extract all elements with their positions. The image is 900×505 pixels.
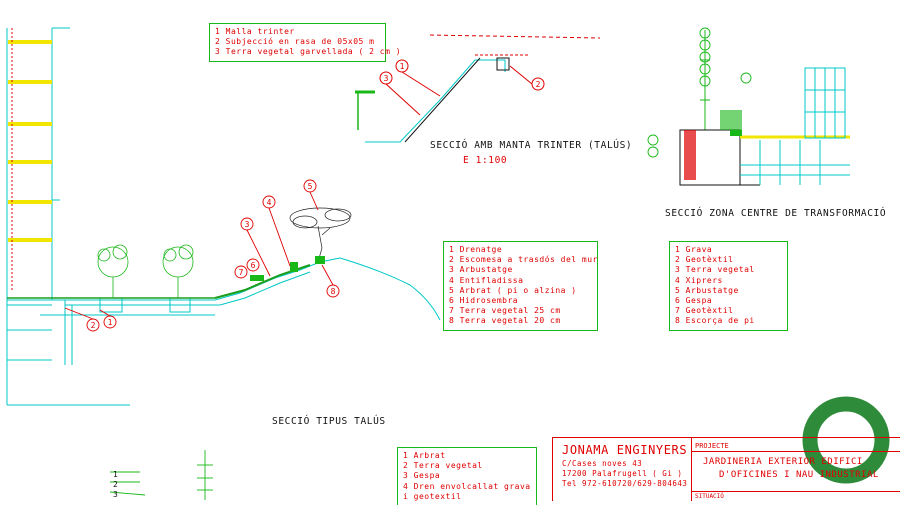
talus-callout-numbers: 2 1 76 3 4 5 8 bbox=[91, 182, 336, 330]
caption-talus: SECCIÓ TIPUS TALÚS bbox=[272, 416, 386, 427]
project-header: PROJECTE bbox=[695, 442, 729, 450]
svg-text:1: 1 bbox=[108, 318, 113, 327]
caption-manta: SECCIÓ AMB MANTA TRINTER (TALÚS) bbox=[430, 140, 633, 151]
legend-item: 8 Terra vegetal 20 cm bbox=[449, 316, 561, 326]
svg-text:5: 5 bbox=[308, 182, 313, 191]
legend-transformacio: 1 Grava 2 Geotèxtil 3 Terra vegetal 4 Xi… bbox=[669, 241, 788, 331]
legend-item: 5 Arbrat ( pi o alzina ) bbox=[449, 285, 577, 295]
caption-transformacio: SECCIÓ ZONA CENTRE DE TRANSFORMACIÓ bbox=[665, 208, 887, 219]
bottom-numbers: 123 bbox=[113, 470, 118, 499]
svg-text:3: 3 bbox=[245, 220, 250, 229]
caption-scale: E 1:100 bbox=[463, 155, 508, 166]
legend-manta: 1 Malla trinter 2 Subjecció en rasa de 0… bbox=[209, 23, 402, 62]
svg-text:1: 1 bbox=[113, 470, 118, 479]
legend-item: 2 Terra vegetal bbox=[403, 461, 483, 471]
legend-item: 1 Malla trinter bbox=[215, 27, 295, 36]
talus-section bbox=[7, 257, 441, 365]
title-block: JONAMA ENGINYERS C/Cases noves 43 17200 … bbox=[552, 437, 900, 501]
address-line: Tel 972-610720/629-804643 bbox=[562, 479, 688, 488]
svg-text:8: 8 bbox=[331, 287, 336, 296]
svg-text:4: 4 bbox=[267, 198, 272, 207]
legend-item: 4 Dren envolcallat grava i geotextil bbox=[403, 481, 531, 501]
via-verda-logo bbox=[802, 396, 890, 484]
talus-callouts bbox=[64, 179, 340, 332]
pine-tree bbox=[289, 207, 352, 263]
shrubs bbox=[250, 256, 325, 281]
project-title: JARDINERIA EXTERIOR EDIFICI D'OFICINES I… bbox=[703, 456, 879, 482]
situation-header: SITUACIÓ bbox=[695, 493, 724, 500]
divider bbox=[691, 491, 900, 492]
legend-item: 2 Subjecció en rasa de 05x05 m bbox=[215, 37, 375, 47]
title-block-company: JONAMA ENGINYERS C/Cases noves 43 17200 … bbox=[553, 438, 692, 501]
legend-item: 3 Terra vegetal garvellada ( 2 cm ) bbox=[215, 47, 402, 57]
transformacio-section bbox=[679, 30, 850, 186]
address-line: 17200 Palafrugell ( Gi ) bbox=[562, 469, 683, 478]
legend-talus: 1 Drenatge 2 Escomesa a trasdós del mur … bbox=[443, 241, 598, 331]
svg-text:2: 2 bbox=[91, 321, 96, 330]
legend-item: 7 Terra vegetal 25 cm bbox=[449, 306, 561, 316]
project-line: D'OFICINES I NAU INDUSTRIAL bbox=[719, 470, 879, 480]
svg-text:7: 7 bbox=[239, 268, 244, 277]
tree-2 bbox=[162, 244, 194, 298]
legend-item: 6 Hidrosembra bbox=[449, 296, 519, 306]
manta-section bbox=[355, 34, 601, 143]
legend-item: 1 Arbrat bbox=[403, 451, 446, 460]
address-line: C/Cases noves 43 bbox=[562, 459, 643, 468]
svg-text:2: 2 bbox=[536, 80, 541, 89]
legend-item: 3 Arbustatge bbox=[449, 265, 513, 275]
svg-text:3: 3 bbox=[384, 74, 389, 83]
svg-text:1: 1 bbox=[400, 62, 405, 71]
legend-item: 4 Xiprers bbox=[675, 275, 723, 285]
legend-item: 2 Escomesa a trasdós del mur bbox=[449, 255, 598, 265]
company-address: C/Cases noves 43 17200 Palafrugell ( Gi … bbox=[562, 459, 687, 489]
building-facade bbox=[6, 27, 130, 406]
legend-item: 7 Geotèxtil bbox=[675, 306, 734, 316]
legend-bottom: 1 Arbrat 2 Terra vegetal 3 Gespa 4 Dren … bbox=[397, 447, 537, 505]
company-name: JONAMA ENGINYERS bbox=[562, 443, 688, 457]
svg-text:6: 6 bbox=[251, 261, 256, 270]
legend-item: 8 Escorça de pi bbox=[675, 316, 755, 326]
svg-text:3: 3 bbox=[113, 490, 118, 499]
transformacio-callouts bbox=[647, 27, 752, 158]
legend-item: 1 Grava bbox=[675, 245, 713, 254]
divider bbox=[691, 451, 900, 452]
legend-item: 1 Drenatge bbox=[449, 245, 503, 254]
legend-item: 3 Terra vegetal bbox=[675, 265, 755, 275]
legend-item: 5 Arbustatge bbox=[675, 285, 739, 295]
bottom-section bbox=[109, 450, 213, 500]
legend-item: 6 Gespa bbox=[675, 296, 713, 306]
legend-item: 3 Gespa bbox=[403, 471, 441, 481]
svg-text:2: 2 bbox=[113, 480, 118, 489]
tree-1 bbox=[97, 244, 129, 298]
legend-item: 4 Entifladissa bbox=[449, 275, 524, 285]
legend-item: 2 Geotèxtil bbox=[675, 255, 734, 265]
manta-callout-numbers: 1 3 2 bbox=[384, 62, 541, 89]
project-line: JARDINERIA EXTERIOR EDIFICI bbox=[703, 457, 863, 467]
